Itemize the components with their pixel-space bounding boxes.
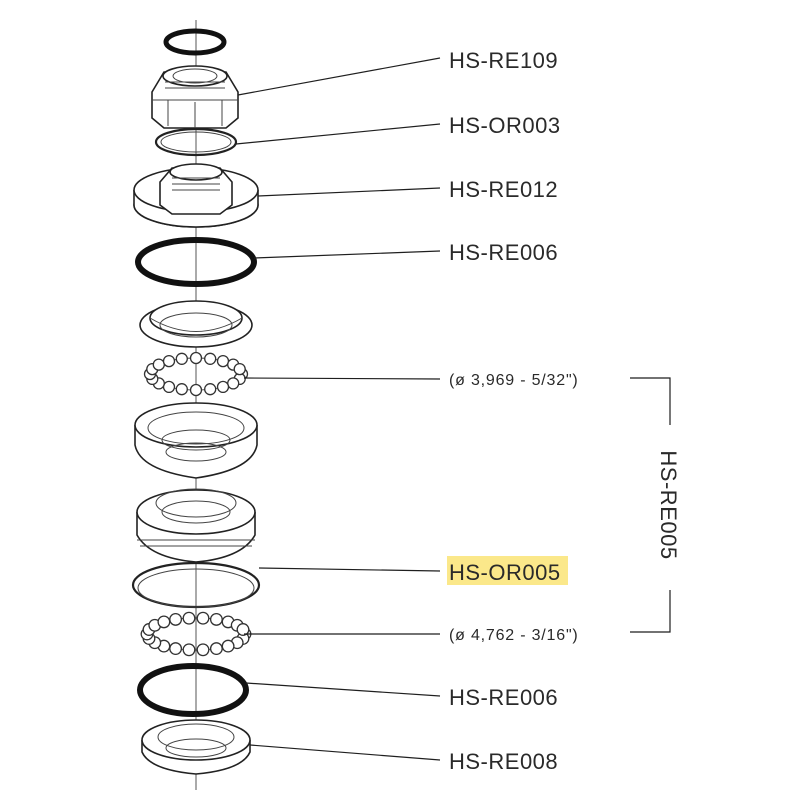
part-upper-race	[139, 300, 253, 348]
part-top-oring	[163, 28, 227, 56]
bearing-ball	[175, 383, 188, 396]
bearing-ball	[175, 352, 188, 365]
bearing-ball	[189, 351, 203, 365]
part-headtube-bottom-cup	[136, 488, 256, 563]
bearing-ball	[196, 643, 210, 657]
leader-or005	[258, 567, 441, 572]
part-balls-bottom	[140, 611, 252, 657]
bearing-ball	[209, 612, 223, 626]
bearing-ball	[216, 380, 230, 394]
part-locknut-re109	[151, 65, 239, 129]
callout-re006-top: HS-RE006	[449, 240, 558, 265]
bearing-ball	[216, 354, 230, 368]
bearing-ball	[227, 377, 240, 390]
bearing-ball	[169, 642, 183, 656]
bearing-ball	[162, 354, 176, 368]
part-ring-or005	[131, 561, 261, 609]
callout-re012: HS-RE012	[449, 177, 558, 202]
callout-re006-bottom: HS-RE006	[449, 685, 558, 710]
bearing-ball	[233, 362, 246, 376]
bearing-ball	[162, 380, 176, 394]
leader-re008	[249, 744, 441, 761]
leader-or003	[235, 123, 441, 145]
callout-re109: HS-RE109	[449, 48, 558, 73]
bearing-ball	[169, 612, 183, 626]
bearing-ball	[182, 611, 196, 625]
leader-re109	[237, 57, 441, 96]
leader-re006-top	[253, 250, 441, 259]
bearing-ball	[152, 358, 165, 371]
bearing-ball	[221, 639, 235, 653]
part-seal-re006-bottom	[137, 663, 249, 717]
part-oring-or003	[154, 127, 238, 157]
part-balls-top	[143, 351, 249, 397]
part-cup-re012	[133, 163, 259, 228]
highlight-or005	[447, 556, 568, 585]
bearing-ball	[236, 623, 250, 636]
leader-re012	[257, 187, 441, 197]
bearing-ball	[209, 642, 223, 656]
callout-or003: HS-OR003	[449, 113, 561, 138]
part-seal-re006-top	[135, 237, 257, 287]
leader-lines	[235, 57, 441, 761]
part-headtube-top-cup	[134, 402, 258, 479]
bearing-ball	[189, 383, 203, 397]
leader-re006-bottom	[245, 682, 441, 697]
bearing-ball	[204, 352, 217, 365]
leader-balls-top	[243, 377, 441, 380]
bearing-ball	[182, 643, 196, 657]
bearing-ball	[157, 615, 171, 629]
callout-balls-top: (ø 3,969 - 5/32")	[449, 372, 579, 389]
callout-balls-bottom: (ø 4,762 - 3/16")	[449, 627, 579, 644]
bearing-ball	[196, 611, 210, 625]
bearing-ball	[204, 383, 217, 396]
group-label-re005: HS-RE005	[656, 450, 681, 559]
group-bracket	[630, 377, 671, 633]
callout-or005: HS-OR005	[449, 560, 561, 585]
callout-re008: HS-RE008	[449, 749, 558, 774]
part-crown-race-re008	[141, 719, 251, 775]
